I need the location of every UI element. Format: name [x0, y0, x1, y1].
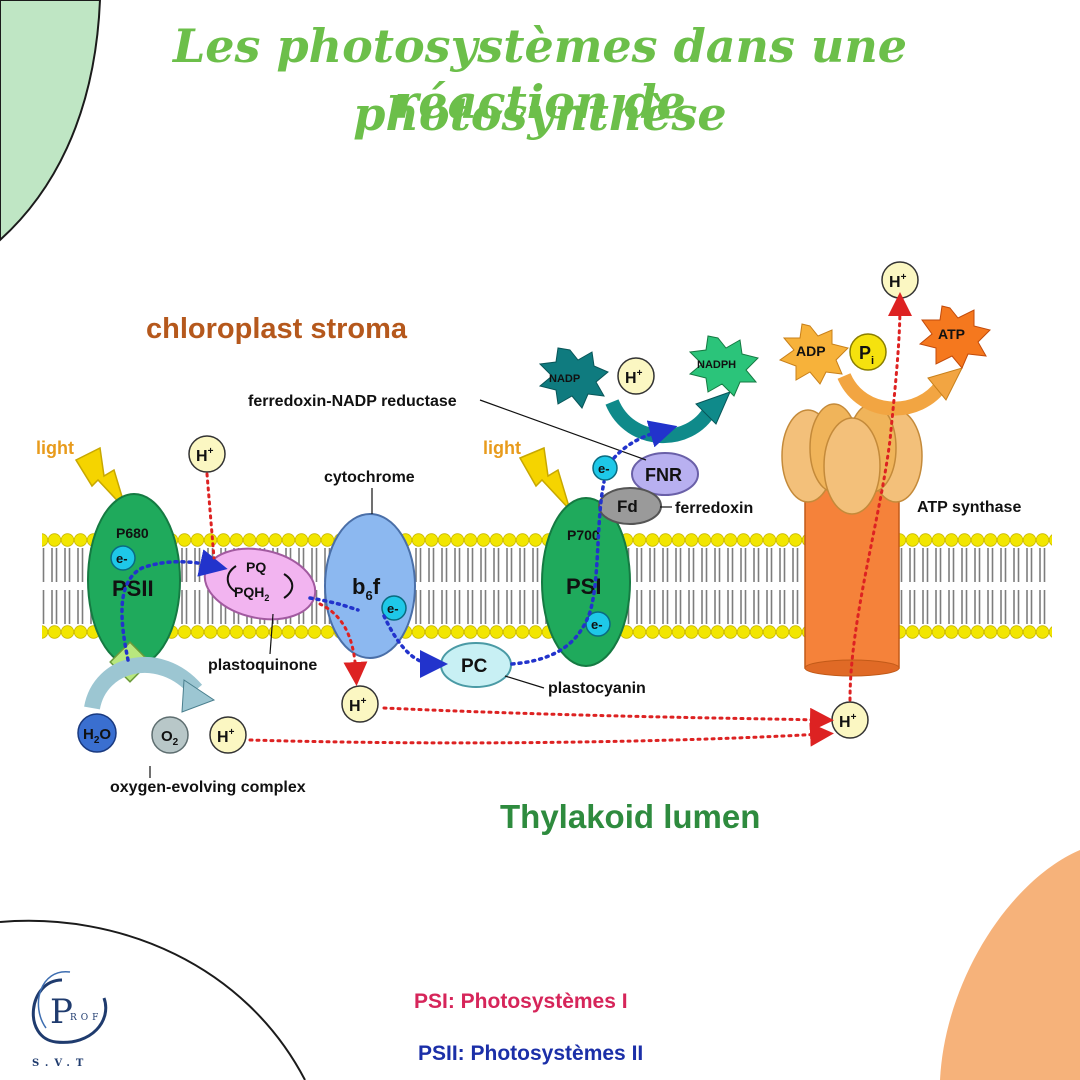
pc-callout: plastocyanin [548, 680, 646, 697]
psii-electron-label: e- [116, 551, 128, 566]
psii-code: P680 [116, 525, 149, 541]
logo-letter: P [50, 992, 73, 1032]
nadp-proton-label: H+ [625, 368, 643, 387]
proton-path-atp-stroma [848, 292, 912, 702]
proton-stroma-pq: H+ [188, 435, 226, 473]
logo-bottom-text: S.V.T [32, 1058, 89, 1069]
svg-text:H+: H+ [349, 696, 367, 715]
atp-synthase-callout: ATP synthase [917, 499, 1021, 516]
logo-ring-inner [37, 971, 71, 1029]
atp-burst [918, 305, 991, 369]
atp-synthase-head-lobe-5 [823, 417, 881, 515]
lightning-icon-right [518, 446, 571, 511]
nadp-burst [538, 347, 609, 409]
oec-arrow-head [181, 679, 216, 713]
fd-callout: ferredoxin [675, 500, 753, 517]
fnr-complex [631, 452, 699, 496]
cytochrome-callout: cytochrome [324, 469, 415, 486]
fd-label: Fd [617, 497, 638, 516]
psi-electron-label: e- [591, 617, 603, 632]
proton-path-stroma-pq [205, 472, 216, 560]
proton-path-b6f-atp [382, 706, 834, 732]
h2o-molecule [77, 713, 117, 753]
psii-electron [110, 545, 136, 571]
fd-complex [598, 487, 662, 525]
atp-reaction-arrow-head [927, 367, 963, 401]
svg-text:H+: H+ [839, 712, 857, 731]
cytochrome-label: b6f [352, 574, 381, 603]
pc-callout-line [504, 675, 545, 689]
pq-label: PQ [246, 559, 266, 575]
fnr-callout-line [479, 399, 647, 461]
h2o-label: H2O [83, 726, 111, 746]
pi-molecule [849, 333, 887, 371]
light-label-right: light [483, 438, 521, 458]
pqh2-label: PQH2 [234, 584, 269, 603]
corner-arc-top-left [0, 0, 102, 242]
pq-callout: plastoquinone [208, 657, 317, 674]
electron-path-pc-psi [510, 480, 606, 666]
lumen-label: Thylakoid lumen [500, 798, 760, 835]
nadp-proton [617, 357, 655, 395]
legend-psii: PSII: Photosystèmes II [418, 1042, 644, 1065]
svg-text:H+: H+ [889, 272, 907, 291]
cytochrome-b6f [324, 513, 416, 659]
fnr-label: FNR [645, 465, 682, 485]
proton-lumen-oec: H+ [209, 716, 247, 754]
pq-callout-line [269, 613, 274, 655]
corner-line-bottom-left [0, 919, 306, 1080]
proton-stroma-atp: H+ [881, 261, 919, 299]
proton-lumen-b6f: H+ [341, 685, 379, 723]
electron-path-b6f-pc [382, 614, 448, 678]
fnr-callout: ferredoxin-NADP reductase [248, 393, 457, 410]
logo-small-text: ROF [70, 1013, 102, 1023]
fnr-electron [592, 455, 618, 481]
oec-callout: oxygen-evolving complex [110, 779, 306, 796]
atp-label: ATP [938, 326, 965, 342]
svg-text:H+: H+ [196, 446, 214, 465]
electron-path-pq-b6f [308, 596, 360, 612]
adp-label: ADP [796, 343, 826, 359]
electron-path-psii-pq [120, 549, 228, 662]
pi-label: Pi [859, 343, 874, 367]
atp-synthase-base [804, 659, 900, 677]
page-title-line-1: Les photosystèmes dans une réaction de [172, 19, 908, 129]
cytochrome-electron [381, 595, 407, 621]
proton-path-oec-atp [248, 722, 834, 747]
nadp-reaction-arrow-head [695, 391, 731, 425]
psi-electron [585, 611, 611, 637]
light-label-left: light [36, 438, 74, 458]
corner-arc-bottom-right [940, 850, 1080, 1080]
proton-path-pq-lumen [318, 602, 368, 686]
psi-code: P700 [567, 527, 600, 543]
legend-psi: PSI: Photosystèmes I [414, 990, 628, 1013]
proton-lumen-atp: H+ [831, 701, 869, 739]
adp-burst [778, 323, 849, 385]
page-title-line-2: photosynthèse [353, 87, 727, 141]
svg-text:H+: H+ [217, 727, 235, 746]
pq-cycle-arrow-left [226, 565, 237, 593]
nadp-label: NADP [549, 373, 580, 385]
prof-svt-logo: P ROF S.V.T [31, 971, 108, 1069]
pc-label: PC [461, 656, 488, 677]
lightning-icon-left [74, 446, 127, 511]
o2-label: O2 [161, 728, 179, 748]
stroma-label: chloroplast stroma [146, 313, 408, 345]
cytochrome-electron-label: e- [387, 601, 399, 616]
electron-path-fnr-nadp [612, 420, 678, 460]
nadph-label: NADPH [697, 359, 736, 371]
oec-arrow [84, 657, 203, 710]
o2-molecule [151, 716, 189, 754]
pq-cycle-arrow-right [283, 573, 294, 599]
atp-reaction-arrow [837, 372, 948, 416]
fnr-electron-label: e- [598, 461, 610, 476]
nadph-burst [688, 335, 759, 397]
psii-label: PSII [112, 576, 154, 601]
